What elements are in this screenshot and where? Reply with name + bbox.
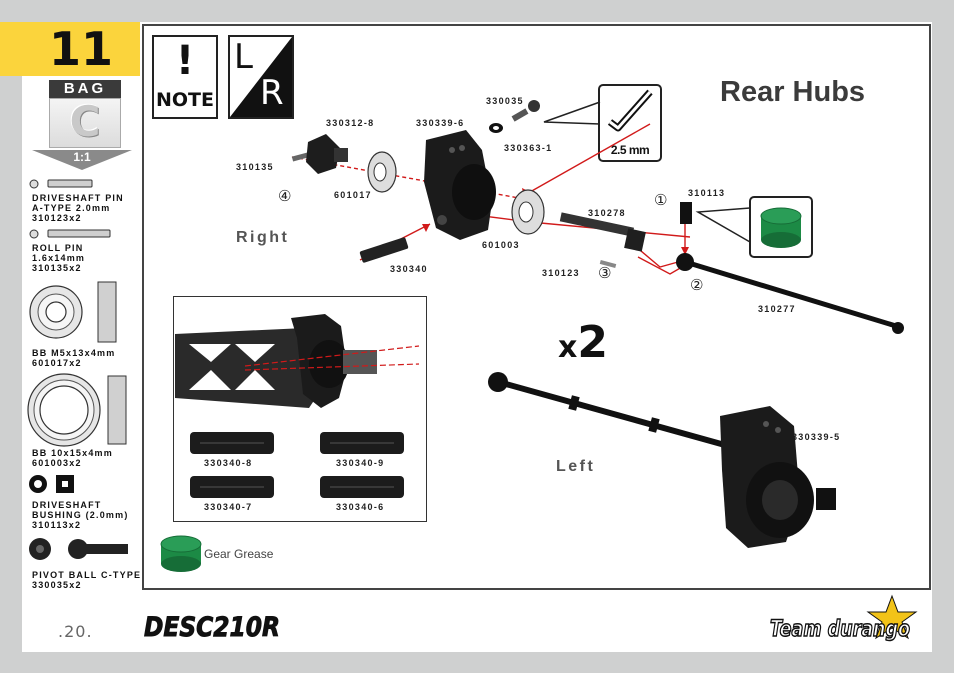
roll-pin-icon bbox=[47, 229, 111, 238]
scale-arrow-icon bbox=[32, 150, 132, 170]
lr-left-letter: L bbox=[234, 37, 253, 77]
roll-pin-end-icon bbox=[29, 229, 39, 239]
quantity-multiplier: x2 bbox=[558, 317, 608, 368]
svg-text:Team durango: Team durango bbox=[770, 617, 910, 642]
step-marker-1: ① bbox=[654, 191, 668, 209]
pin-end-icon bbox=[29, 179, 39, 189]
grease-callout-pointer bbox=[695, 207, 751, 243]
bag-icon bbox=[49, 98, 121, 148]
gear-grease-label: Gear Grease bbox=[204, 547, 274, 561]
callout-330363-1: 330363-1 bbox=[504, 143, 553, 153]
step-number-badge bbox=[0, 22, 140, 76]
shaft-variants-drawing bbox=[190, 432, 404, 498]
pivot-ball-side-icon bbox=[68, 539, 88, 559]
chassis-inset-drawing bbox=[175, 314, 420, 408]
callout-310278: 310278 bbox=[588, 208, 626, 218]
shaft-label-330340-9: 330340-9 bbox=[336, 458, 385, 468]
page-title: Rear Hubs bbox=[720, 76, 866, 108]
shaft-label-330340-8: 330340-8 bbox=[204, 458, 253, 468]
svg-text:DESC210R: DESC210R bbox=[144, 612, 280, 643]
assembled-left-hub-diagram bbox=[488, 372, 836, 548]
note-exclamation: ! bbox=[175, 38, 195, 84]
callout-310277: 310277 bbox=[758, 304, 796, 314]
brand-logo: Team durango bbox=[769, 594, 918, 643]
hex-wrench-icon bbox=[607, 89, 653, 132]
step-marker-4: ④ bbox=[278, 187, 292, 205]
callout-330035: 330035 bbox=[486, 96, 524, 106]
gear-grease-icon bbox=[160, 535, 202, 572]
exploded-right-hub-diagram bbox=[291, 100, 904, 334]
callout-601003: 601003 bbox=[482, 240, 520, 250]
note-icon: ! NOTE bbox=[152, 35, 218, 119]
shaft-label-330340-6: 330340-6 bbox=[336, 502, 385, 512]
side-label-left: Left bbox=[556, 458, 596, 475]
driveshaft-pin-icon bbox=[47, 179, 93, 188]
step-marker-3: ③ bbox=[598, 264, 612, 282]
page-number: .20. bbox=[58, 622, 93, 641]
callout-pointer bbox=[543, 101, 601, 125]
callout-330339-6: 330339-6 bbox=[416, 118, 465, 128]
callout-310113: 310113 bbox=[688, 188, 726, 198]
step-number: 11 bbox=[48, 22, 113, 76]
callout-330340: 330340 bbox=[390, 264, 428, 274]
side-label-right: Right bbox=[236, 229, 290, 246]
callout-601017: 601017 bbox=[334, 190, 372, 200]
bag-label: BAG bbox=[49, 80, 121, 98]
bearing-large-side-icon bbox=[107, 375, 127, 445]
grease-jar-zoom-icon bbox=[760, 207, 802, 248]
lr-right-letter: R bbox=[260, 73, 284, 113]
hex-wrench-size: 2.5 mm bbox=[610, 143, 650, 157]
step-marker-2: ② bbox=[690, 276, 704, 294]
scale-label: 1:1 bbox=[73, 150, 91, 164]
callout-310123: 310123 bbox=[542, 268, 580, 278]
callout-310135: 310135 bbox=[236, 162, 274, 172]
left-right-icon: L R bbox=[228, 35, 294, 119]
bag-letter: C bbox=[69, 97, 101, 146]
note-label: NOTE bbox=[156, 89, 214, 111]
shaft-label-330340-7: 330340-7 bbox=[204, 502, 253, 512]
hex-wrench-callout bbox=[598, 84, 662, 162]
callout-330339-5: 330339-5 bbox=[792, 432, 841, 442]
product-logo: DESC210R bbox=[144, 612, 281, 644]
bearing-small-side-icon bbox=[97, 281, 117, 343]
callout-330312-8: 330312-8 bbox=[326, 118, 375, 128]
parts-list-drawings bbox=[27, 179, 128, 560]
